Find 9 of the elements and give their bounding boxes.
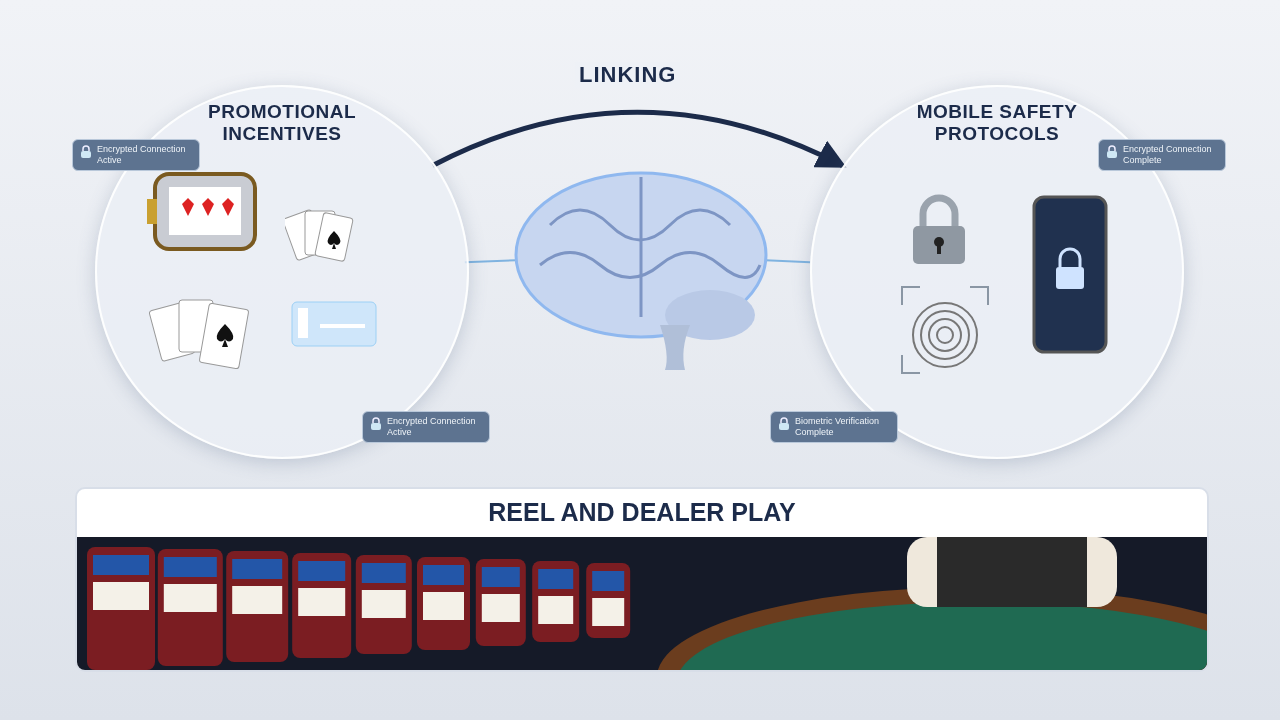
curved-arrow — [431, 109, 847, 169]
scene-panel — [75, 487, 1209, 672]
status-badge: Encrypted Connection Active — [72, 139, 200, 171]
status-badge: Biometric Verification Complete — [770, 411, 898, 443]
panel-title: PROMOTIONAL INCENTIVES — [207, 101, 357, 145]
status-badge: Encrypted Connection Complete — [1098, 139, 1226, 171]
panel-title: REEL AND DEALER PLAY — [487, 497, 797, 528]
status-badge: Encrypted Connection Active — [362, 411, 490, 443]
panel-title: MOBILE SAFETY PROTOCOLS — [915, 101, 1079, 145]
